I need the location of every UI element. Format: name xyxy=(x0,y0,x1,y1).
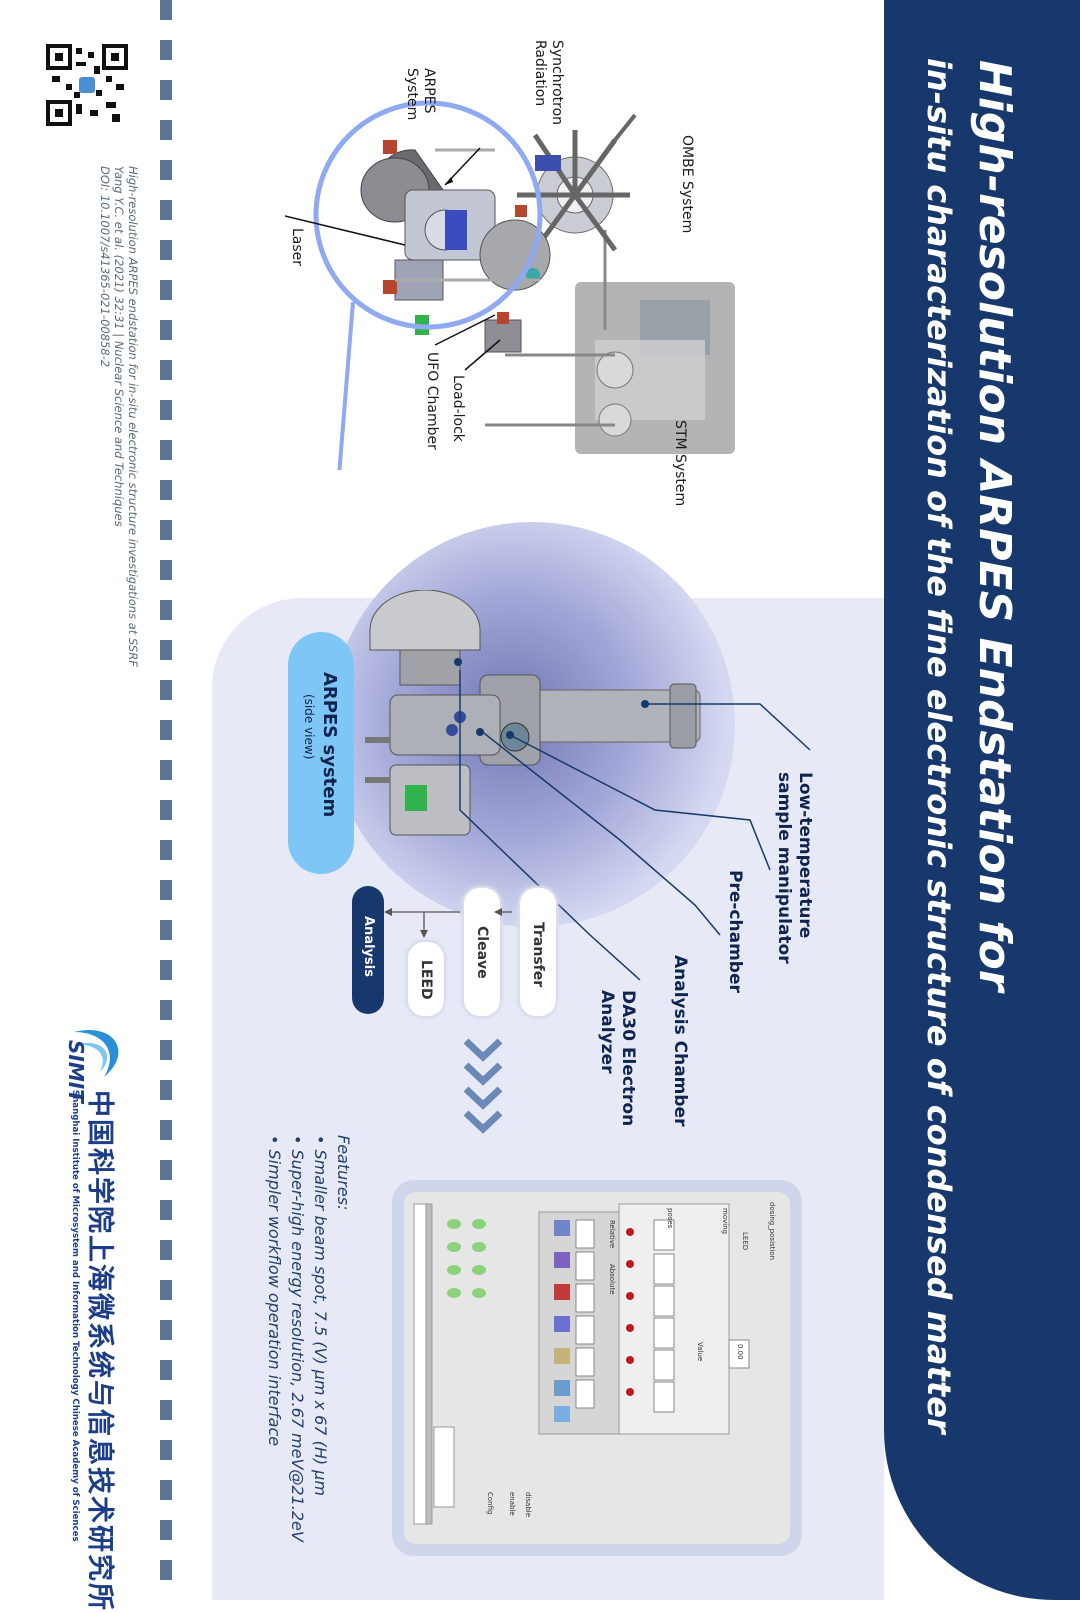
disable-button[interactable]: disable xyxy=(524,1492,532,1518)
ombe-system xyxy=(517,113,637,252)
load-lock-body xyxy=(389,764,471,836)
institute-chinese-name: 中国科学院上海微系统与信息技术研究所 xyxy=(84,1090,115,1612)
workflow-leed[interactable]: LEED xyxy=(406,940,446,1018)
pointer-ufo xyxy=(434,314,496,346)
poses-header: poses xyxy=(666,1208,674,1229)
dashed-divider xyxy=(160,0,172,1600)
label-arpes-system: ARPES System xyxy=(404,68,437,121)
position-rows xyxy=(433,1426,455,1508)
qr-code-icon xyxy=(46,44,128,126)
feature-item-3: • Simpler workflow operation interface xyxy=(265,1135,284,1447)
position-leed[interactable]: LEED xyxy=(741,1232,749,1251)
label-ufo-chamber: UFO Chamber xyxy=(424,352,440,450)
page-title: High-resolution ARPES Endstation for xyxy=(969,60,1020,992)
connector-arrow xyxy=(337,301,355,470)
stm-cross xyxy=(596,351,634,389)
tab-absolute[interactable]: Absolute xyxy=(608,1264,616,1295)
jog-buttons-plus xyxy=(554,1406,570,1422)
analysis-chamber-body xyxy=(389,694,501,756)
analyzer-dome xyxy=(369,590,481,651)
jog-buttons xyxy=(554,1220,570,1396)
pointer-analysis-chamber xyxy=(479,729,721,936)
arpes-system-pill: ARPES system (side view) xyxy=(288,632,354,874)
label-load-lock: Load-lock xyxy=(450,375,466,442)
label-ombe: OMBE System xyxy=(679,135,695,234)
workflow-cleave[interactable]: Cleave xyxy=(462,886,502,1018)
label-analyzer: DA30 Electron Analyzer xyxy=(597,990,638,1127)
features-heading: Features: xyxy=(334,1135,353,1211)
arpes-pill-title: ARPES system xyxy=(319,672,340,818)
pointer-laser xyxy=(285,215,406,246)
workflow-arrows xyxy=(384,908,512,938)
main-chambers xyxy=(360,140,551,353)
workflow-analysis[interactable]: Analysis xyxy=(352,886,384,1014)
page-subtitle: in-situ characterization of the fine ele… xyxy=(920,58,958,1434)
pointer-loadlock xyxy=(464,339,501,371)
label-pre-chamber: Pre-chamber xyxy=(725,870,745,993)
workflow-transfer[interactable]: Transfer xyxy=(518,886,558,1018)
citation-ref: Yang Y.C. et al. (2021) 32:31 | Nuclear … xyxy=(112,166,126,527)
citation-doi: DOI: 10.1007/s41365-021-00858-2 xyxy=(98,166,112,368)
value-label: Value xyxy=(696,1342,704,1362)
positions-header: dosing_posistion xyxy=(768,1202,776,1261)
arpes-highlight-ring xyxy=(313,100,543,330)
moving-header: moving xyxy=(721,1208,729,1235)
label-analysis-chamber: Analysis Chamber xyxy=(670,955,690,1127)
enable-button[interactable]: enable xyxy=(508,1492,516,1516)
simit-logo-icon xyxy=(74,1030,119,1077)
value-field[interactable]: 0.00 xyxy=(736,1344,744,1360)
citation-block: High-resolution ARPES endstation for in-… xyxy=(98,166,140,667)
label-manipulator: Low-temperature sample manipulator xyxy=(774,772,815,964)
institute-english-name: Shanghai Institute of Microsystem and In… xyxy=(70,1090,80,1542)
label-synchrotron: Synchrotron Radiation xyxy=(532,40,565,126)
citation-title: High-resolution ARPES endstation for in-… xyxy=(126,166,140,667)
title-panel xyxy=(884,0,1080,1600)
arpes-pill-subtitle: (side view) xyxy=(302,694,316,760)
stm-cross-2 xyxy=(598,403,632,437)
green-buttons xyxy=(447,1219,486,1298)
label-laser: Laser xyxy=(289,228,305,267)
feature-item-1: • Smaller beam spot, 7.5 (V) µm x 67 (H)… xyxy=(311,1135,330,1496)
chevrons-down-icon xyxy=(463,1038,503,1134)
pointer-manipulator xyxy=(645,703,811,751)
label-stm: STM System xyxy=(672,420,688,507)
tab-relative[interactable]: Relative xyxy=(608,1220,616,1249)
component-pointers xyxy=(459,670,811,981)
config-button[interactable]: Config xyxy=(486,1492,494,1515)
features-block: Features: • Smaller beam spot, 7.5 (V) µ… xyxy=(263,1135,355,1542)
value-box xyxy=(728,1339,750,1369)
pointer-analyzer xyxy=(459,670,641,981)
control-interface xyxy=(413,1203,750,1525)
overview-diagram xyxy=(285,100,735,470)
pointer-pre-chamber xyxy=(509,734,771,871)
interface-texts: dosing_posistion LEED poses moving Relat… xyxy=(404,1192,790,1544)
feature-item-2: • Super-high energy resolution, 2.67 meV… xyxy=(288,1135,307,1542)
